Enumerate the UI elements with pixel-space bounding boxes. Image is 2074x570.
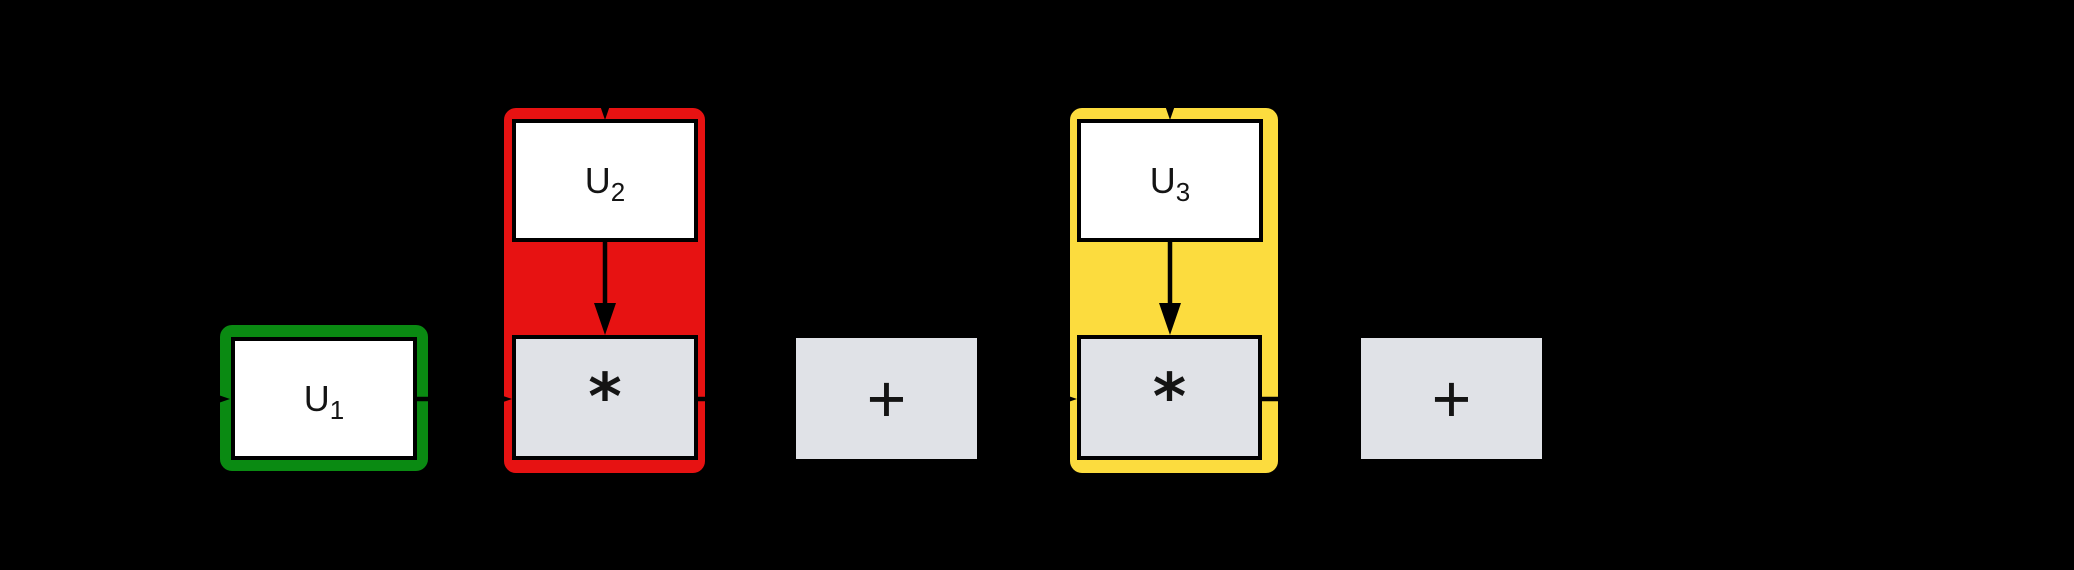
node-u2-sub: 2 xyxy=(610,176,626,207)
node-multiply-1: * xyxy=(512,335,698,460)
node-multiply-1-label: * xyxy=(588,360,622,435)
node-u1-base: U xyxy=(303,377,330,419)
node-multiply-2: * xyxy=(1077,335,1262,460)
edge-plus1-to-multiply2 xyxy=(977,388,1077,410)
edge-u1-to-multiply1 xyxy=(417,388,512,410)
node-u1-sub: 1 xyxy=(329,394,345,425)
node-u2: U2 xyxy=(512,119,698,242)
node-multiply-2-label: * xyxy=(1152,360,1187,435)
node-u3-sub: 3 xyxy=(1175,176,1191,207)
node-plus-1: + xyxy=(796,338,977,459)
node-u2-label: U2 xyxy=(584,159,625,205)
node-u1-label: U1 xyxy=(303,377,344,423)
node-u3-label: U3 xyxy=(1149,159,1190,205)
node-plus-1-label: + xyxy=(866,360,907,437)
edge-input-to-u1 xyxy=(60,388,230,410)
node-plus-2: + xyxy=(1361,338,1542,459)
edge-multiply1-to-plus1 xyxy=(698,388,796,410)
node-u1: U1 xyxy=(231,337,417,460)
node-u2-base: U xyxy=(584,159,611,201)
node-plus-2-label: + xyxy=(1431,360,1472,437)
node-u3: U3 xyxy=(1077,119,1263,242)
node-u3-base: U xyxy=(1149,159,1176,201)
